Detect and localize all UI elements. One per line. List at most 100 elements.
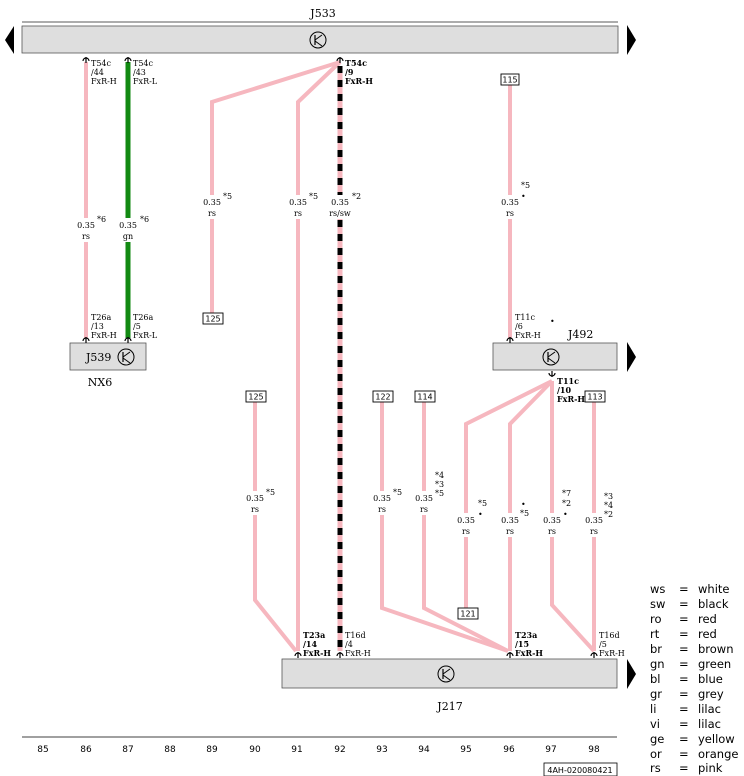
wire-size: 0.35 xyxy=(457,516,475,525)
wire-note: *5 xyxy=(309,192,318,201)
pin-label-line: T54c xyxy=(133,59,154,68)
legend-name: grey xyxy=(698,687,724,701)
wire-91 xyxy=(296,60,342,651)
legend-name: white xyxy=(698,582,729,596)
ref-box xyxy=(245,390,267,403)
transistor-icon xyxy=(117,348,135,366)
legend-eq: = xyxy=(679,612,689,626)
stray-dot: • xyxy=(478,510,483,519)
j217-label: J217 xyxy=(436,700,462,713)
wire-size: 0.35 xyxy=(246,494,264,503)
pin-label-line: T16d xyxy=(599,631,620,640)
pin-icon xyxy=(548,371,556,377)
wire-note: *3 xyxy=(435,480,444,489)
wire-note: *2 xyxy=(604,510,613,519)
pin-label-line: T26a xyxy=(133,313,154,322)
j217-box xyxy=(281,658,618,689)
j492-box xyxy=(492,342,618,371)
column-number: 92 xyxy=(334,745,345,755)
right-arrow-icon xyxy=(627,659,636,689)
right-arrow-icon xyxy=(627,25,636,55)
pin-icon xyxy=(124,337,132,343)
legend-eq: = xyxy=(679,582,689,596)
pin-icon xyxy=(506,337,514,343)
j533-label: J533 xyxy=(309,7,335,20)
wire-size: 0.35 xyxy=(415,494,433,503)
column-number: 94 xyxy=(418,745,430,755)
pin-label-line: /9 xyxy=(345,67,354,77)
pin-label-line: T11c xyxy=(515,313,536,322)
column-number: 90 xyxy=(249,745,261,755)
pin-label-line: FxR-H xyxy=(557,394,585,404)
wire-specs: 0.35 rs *6 0.35 gn *6 0.35 rs *5 0.35 rs… xyxy=(77,181,613,537)
pin-label-line: /4 xyxy=(345,640,353,649)
legend-name: red xyxy=(698,627,717,641)
legend-eq: = xyxy=(679,672,689,686)
wire-color: rs xyxy=(506,527,514,536)
wire-color: rs xyxy=(208,209,216,218)
legend-name: brown xyxy=(698,642,734,656)
wire-note: *5 xyxy=(223,192,232,201)
wire-note: *6 xyxy=(97,215,106,224)
pin-label-line: /10 xyxy=(557,385,571,395)
ref-box xyxy=(202,312,224,325)
pin-label-line: T54c xyxy=(91,59,112,68)
wire-color: rs xyxy=(462,527,470,536)
wire-color: rs xyxy=(251,505,259,514)
legend-name: pink xyxy=(698,761,723,775)
legend-name: blue xyxy=(698,672,723,686)
legend-eq: = xyxy=(679,732,689,746)
j539-box-group: J539 NX6 xyxy=(69,342,147,389)
label-bg xyxy=(501,513,519,537)
wire-note: *6 xyxy=(140,215,149,224)
label-bg xyxy=(246,491,264,515)
wire-color: gn xyxy=(123,232,133,241)
pin-icon xyxy=(82,57,90,63)
legend-code: ge xyxy=(650,732,664,746)
column-number: 97 xyxy=(545,745,556,755)
pin-label-line: FxR-H xyxy=(515,648,543,658)
column-number: 86 xyxy=(80,745,92,755)
wire-size: 0.35 xyxy=(373,494,391,503)
legend-code: ro xyxy=(650,612,662,626)
pin-label-line: FxR-H xyxy=(345,76,373,86)
wire-94 xyxy=(422,400,509,653)
wire-color: rs/sw xyxy=(329,209,351,218)
wire-note: *2 xyxy=(352,192,361,201)
pin-label-line: T23a xyxy=(515,630,537,640)
legend-code: ws xyxy=(650,582,665,596)
wire-note: *7 xyxy=(562,489,571,498)
footer: 4AH-020080421 xyxy=(543,762,618,776)
ref-number: 115 xyxy=(502,76,517,85)
wire-96 xyxy=(508,379,554,651)
pin-label-line: /6 xyxy=(515,322,523,331)
legend-code: gr xyxy=(650,687,662,701)
column-number: 88 xyxy=(164,745,176,755)
pin-icon xyxy=(590,652,598,658)
label-bg xyxy=(457,513,475,537)
pin-label-line: FxR-H xyxy=(303,648,331,658)
legend-eq: = xyxy=(679,597,689,611)
legend-eq: = xyxy=(679,687,689,701)
label-bg xyxy=(415,491,433,515)
pin-icon xyxy=(506,652,514,658)
pin-label-line: T11c xyxy=(557,376,579,386)
pin-icon xyxy=(336,57,344,63)
wire-note: *3 xyxy=(604,492,613,501)
legend-eq: = xyxy=(679,627,689,641)
label-bg xyxy=(543,513,561,537)
label-bg xyxy=(289,195,307,219)
label-bg xyxy=(585,513,603,537)
ref-number: 125 xyxy=(205,315,220,324)
pin-icon xyxy=(124,57,132,63)
ref-box xyxy=(500,73,520,86)
label-bg xyxy=(119,218,137,242)
legend-name: green xyxy=(698,657,731,671)
legend-code: li xyxy=(650,702,656,716)
legend-code: gn xyxy=(650,657,665,671)
wire-note: *5 xyxy=(478,499,487,508)
ref-number: 121 xyxy=(460,610,475,619)
ref-box xyxy=(457,607,479,620)
wire-note: *5 xyxy=(435,489,444,498)
column-number: 98 xyxy=(588,745,600,755)
